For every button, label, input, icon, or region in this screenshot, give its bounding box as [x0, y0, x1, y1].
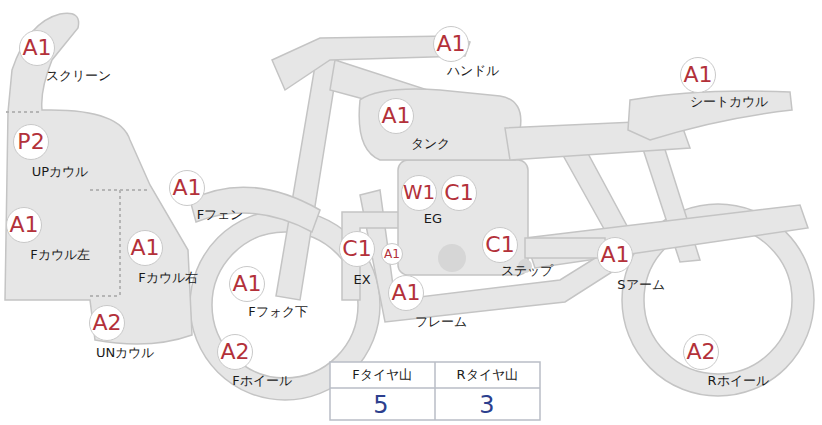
callout-circle: P2 — [13, 124, 49, 160]
damage-code: A2 — [92, 312, 121, 334]
damage-callout: A1Fフェン — [169, 170, 205, 206]
part-name: UNカウル — [96, 345, 154, 361]
table-header: Rタイヤ山 — [456, 367, 517, 383]
callout-circle: C1 — [441, 175, 477, 211]
callout-circle: A2 — [683, 334, 719, 370]
damage-code: C1 — [342, 238, 371, 260]
damage-code: W1 — [403, 183, 435, 203]
callout-circle: A2 — [89, 305, 125, 341]
damage-code: A1 — [381, 105, 410, 127]
callout-circle: A1 — [378, 98, 414, 134]
callout-circle: A1 — [433, 26, 469, 62]
part-name: シートカウル — [690, 94, 768, 110]
damage-code: A1 — [9, 214, 38, 236]
part-name: Sアーム — [617, 277, 664, 293]
damage-callout: A1ハンドル — [433, 26, 469, 62]
table-value: 3 — [479, 391, 494, 420]
damage-callout: A1Sアーム — [597, 237, 633, 273]
table-value: 5 — [373, 391, 388, 420]
callout-circle: A1 — [381, 243, 403, 265]
callout-circle: W1 — [401, 175, 437, 211]
damage-callout: W1EG — [401, 175, 437, 211]
damage-callout: C1 — [441, 175, 477, 211]
damage-code: C1 — [485, 234, 514, 256]
damage-callout: A1フレーム — [388, 275, 424, 311]
callout-circle: A2 — [217, 334, 253, 370]
damage-code: C1 — [444, 182, 473, 204]
damage-callout: P2UPカウル — [13, 124, 49, 160]
damage-code: A1 — [391, 282, 420, 304]
callout-circle: A1 — [388, 275, 424, 311]
callout-circle: C1 — [339, 231, 375, 267]
damage-callout: C1EX — [339, 231, 375, 267]
part-name: Fホイール — [232, 373, 291, 389]
damage-code: A2 — [220, 341, 249, 363]
table-header: Fタイヤ山 — [352, 367, 411, 383]
damage-callout: A1Fカウル左 — [6, 207, 42, 243]
callout-circle: A1 — [19, 30, 55, 66]
damage-callout: C1ステップ — [482, 227, 518, 263]
part-name: Fカウル左 — [30, 247, 89, 263]
part-name: EX — [353, 272, 370, 288]
damage-callout: A1Fフォク下 — [229, 266, 265, 302]
damage-callout: A2Rホイール — [683, 334, 719, 370]
damage-callout: A1スクリーン — [19, 30, 55, 66]
damage-code: A1 — [436, 33, 465, 55]
part-name: ハンドル — [447, 63, 499, 79]
part-name: Fカウル右 — [138, 270, 197, 286]
part-name: ステップ — [501, 263, 553, 279]
callout-circle: A1 — [229, 266, 265, 302]
damage-code: P2 — [17, 131, 44, 153]
callout-circle: A1 — [6, 207, 42, 243]
damage-callout: A2Fホイール — [217, 334, 253, 370]
damage-code: A1 — [130, 237, 159, 259]
callout-circle: A1 — [597, 237, 633, 273]
part-name: Fフェン — [197, 207, 243, 223]
callout-circle: A1 — [127, 230, 163, 266]
part-name: UPカウル — [32, 164, 88, 180]
damage-callout: A1 — [381, 243, 403, 265]
damage-callout: A1シートカウル — [680, 57, 716, 93]
callout-circle: A1 — [680, 57, 716, 93]
damage-callout: A1Fカウル右 — [127, 230, 163, 266]
damage-code: A1 — [384, 248, 400, 260]
damage-code: A1 — [600, 244, 629, 266]
callout-circle: A1 — [169, 170, 205, 206]
part-name: スクリーン — [46, 68, 111, 84]
part-name: Rホイール — [707, 373, 768, 389]
damage-code: A1 — [172, 177, 201, 199]
part-name: EG — [424, 211, 442, 227]
damage-code: A1 — [683, 64, 712, 86]
callout-circle: C1 — [482, 227, 518, 263]
part-name: タンク — [411, 136, 450, 152]
part-name: フレーム — [415, 314, 467, 330]
damage-code: A2 — [686, 341, 715, 363]
part-name: Fフォク下 — [248, 304, 307, 320]
damage-callout: A1タンク — [378, 98, 414, 134]
damage-code: A1 — [22, 37, 51, 59]
damage-callout: A2UNカウル — [89, 305, 125, 341]
damage-code: A1 — [232, 273, 261, 295]
